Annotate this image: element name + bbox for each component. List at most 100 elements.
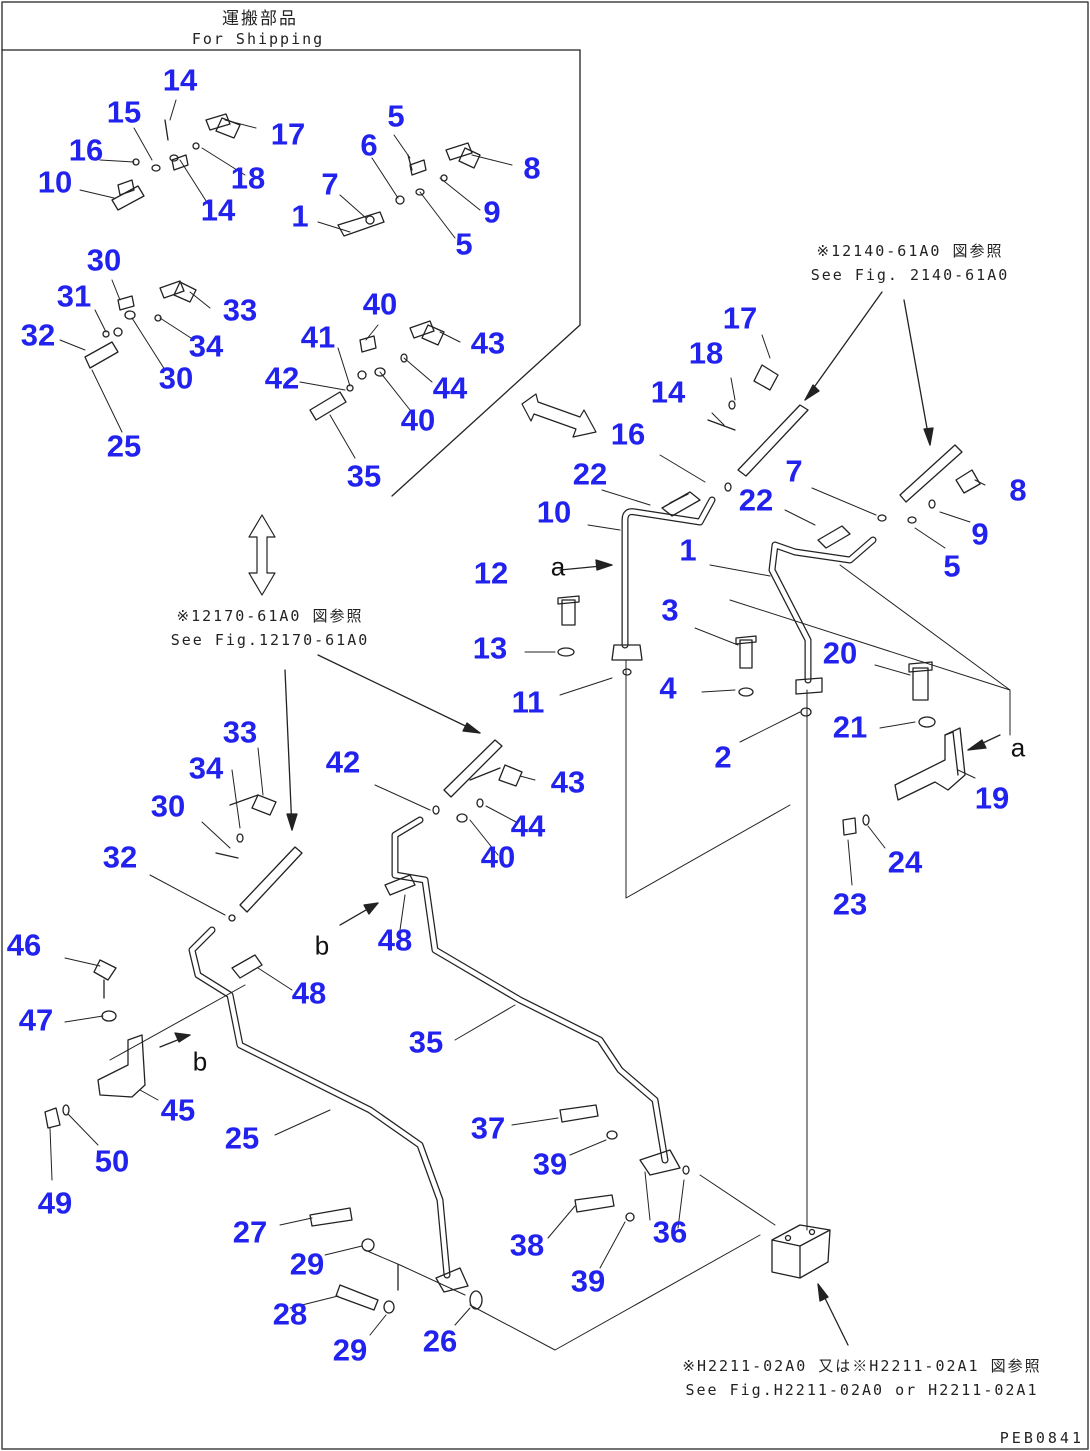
callout-label: 6 <box>360 127 378 163</box>
callout-label: 4 <box>659 670 677 706</box>
callout-label: 47 <box>18 1002 54 1038</box>
callout-label: 9 <box>971 516 989 552</box>
clamp-22-a <box>661 491 701 517</box>
callout-label: 8 <box>523 150 541 186</box>
callout-label: 16 <box>610 416 646 452</box>
callout-label: 27 <box>232 1214 268 1250</box>
callout-label: 41 <box>300 319 336 355</box>
callout-label: 40 <box>400 402 436 438</box>
callout-label: 11 <box>511 684 545 720</box>
callout-label: 44 <box>510 808 546 844</box>
callout-label: 1 <box>291 198 309 234</box>
callout-label: 5 <box>387 98 405 134</box>
ref-12170-jp: ※12170-61A0 図参照 <box>176 607 364 625</box>
callout-label: 25 <box>224 1120 260 1156</box>
callout-label: 21 <box>832 709 868 745</box>
section-letter: a <box>1010 732 1026 763</box>
callout-label: 26 <box>422 1323 458 1359</box>
callout-label: 40 <box>362 286 398 322</box>
ref-12140-jp: ※12140-61A0 図参照 <box>816 242 1004 260</box>
callout-label: 30 <box>150 788 186 824</box>
callout-label: 49 <box>37 1185 73 1221</box>
clamp-48-a <box>384 874 416 896</box>
callout-label: 14 <box>162 62 198 98</box>
reference-leaders <box>159 291 1001 1346</box>
callout-label: 8 <box>1009 472 1027 508</box>
callout-label: 35 <box>346 458 382 494</box>
callout-label: 43 <box>550 764 586 800</box>
callout-label: 22 <box>738 482 774 518</box>
center-lines <box>109 564 1011 1351</box>
clamp-22-b <box>817 525 851 549</box>
callout-label: 48 <box>377 922 413 958</box>
callout-label: 10 <box>536 494 572 530</box>
callout-label: 45 <box>160 1092 196 1128</box>
small-hardware <box>44 119 936 1314</box>
callout-label: 20 <box>822 635 858 671</box>
callout-label: 13 <box>472 630 508 666</box>
callout-label: 15 <box>106 94 142 130</box>
callout-label: 10 <box>37 164 73 200</box>
double-arrow-vertical <box>248 514 276 596</box>
pipe-25-inner <box>189 927 450 1278</box>
callout-label: 23 <box>832 886 868 922</box>
callout-label: 40 <box>480 839 516 875</box>
shipping-group-enclosure <box>1 49 581 497</box>
callout-label: 31 <box>56 278 92 314</box>
flange-26 <box>435 1267 469 1293</box>
ref-12170-en: See Fig.12170-61A0 <box>170 631 370 649</box>
callout-label: 30 <box>86 242 122 278</box>
pipe-1-inner <box>769 537 876 683</box>
callout-label: 25 <box>106 428 142 464</box>
callout-label: 35 <box>408 1024 444 1060</box>
callout-label: 7 <box>321 166 339 202</box>
callout-label: 39 <box>532 1146 568 1182</box>
callout-label: 30 <box>158 360 194 396</box>
section-letter: b <box>192 1046 208 1077</box>
callout-label: 18 <box>230 160 266 196</box>
callout-label: 22 <box>572 456 608 492</box>
callout-label: 18 <box>688 335 724 371</box>
callout-label: 3 <box>661 592 679 628</box>
callout-label: 44 <box>432 370 468 406</box>
callout-label: 24 <box>887 844 923 880</box>
callout-label: 32 <box>20 317 56 353</box>
callout-label: 1 <box>679 532 697 568</box>
callout-label: 37 <box>470 1110 506 1146</box>
callout-label: 43 <box>470 325 506 361</box>
callout-label: 5 <box>455 226 473 262</box>
callout-label: 39 <box>570 1263 606 1299</box>
callout-label: 2 <box>714 739 732 775</box>
callout-label: 29 <box>332 1332 368 1368</box>
callout-label: 14 <box>200 192 236 228</box>
callout-label: 29 <box>289 1246 325 1282</box>
callout-label: 12 <box>473 555 509 591</box>
callout-label: 5 <box>943 548 961 584</box>
callout-label: 7 <box>785 453 803 489</box>
callout-label: 17 <box>270 116 306 152</box>
callout-label: 42 <box>264 360 300 396</box>
callout-label: 33 <box>222 292 258 328</box>
callout-label: 32 <box>102 839 138 875</box>
pipe-35 <box>391 816 669 1164</box>
bracket-45 <box>97 1034 146 1098</box>
callout-label: 38 <box>509 1227 545 1263</box>
drawing-code: PEB0841 <box>999 1429 1084 1447</box>
callout-label: 16 <box>68 132 104 168</box>
callout-label: 36 <box>652 1214 688 1250</box>
callout-label: 9 <box>483 194 501 230</box>
ref-h2211-jp: ※H2211-02A0 又は※H2211-02A1 図参照 <box>682 1357 1042 1375</box>
ref-12140-en: See Fig. 2140-61A0 <box>810 266 1010 284</box>
callout-label: 50 <box>94 1143 130 1179</box>
callout-label: 48 <box>291 975 327 1011</box>
callout-label: 14 <box>650 374 686 410</box>
clamp-48-b <box>231 954 263 979</box>
callout-label: 42 <box>325 744 361 780</box>
shipping-header-en: For Shipping <box>191 30 325 48</box>
ref-h2211-en: See Fig.H2211-02A0 or H2211-02A1 <box>685 1381 1039 1399</box>
callout-label: 46 <box>6 927 42 963</box>
flange-2 <box>795 677 823 695</box>
hose-assemblies <box>84 185 963 1311</box>
callout-label: 19 <box>974 780 1010 816</box>
